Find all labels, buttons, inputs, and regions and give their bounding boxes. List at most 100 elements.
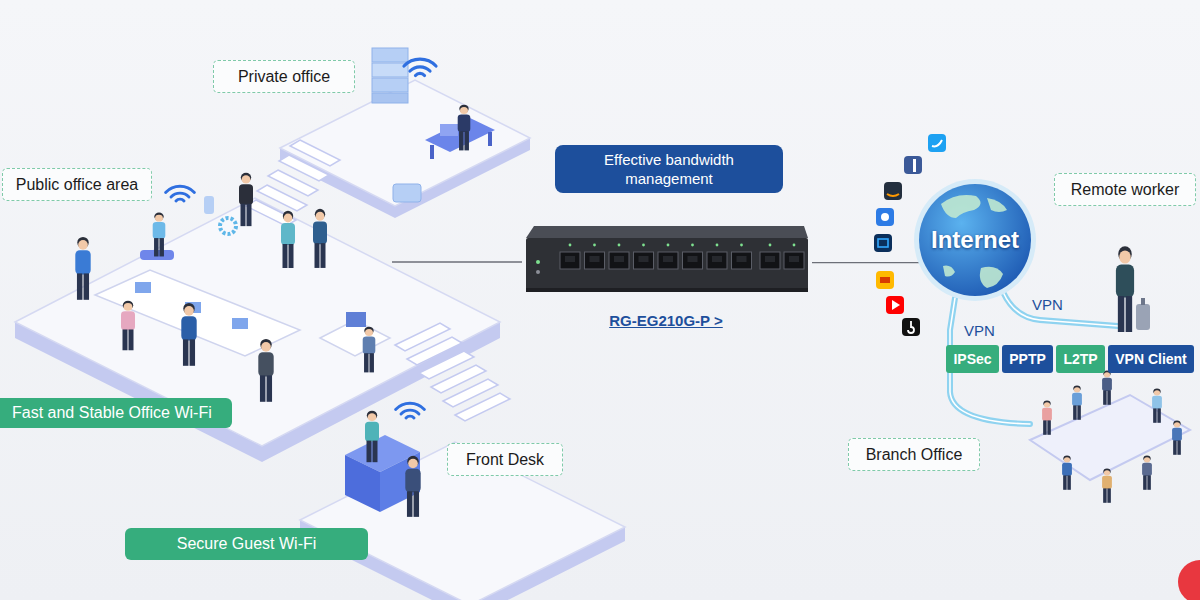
people-part — [458, 105, 471, 151]
router-device-part — [565, 256, 575, 262]
router-device-part — [769, 244, 772, 247]
area-label: Public office area — [2, 168, 152, 201]
wire — [392, 261, 522, 262]
feature-band: Secure Guest Wi-Fi — [125, 528, 368, 560]
area-label: Front Desk — [447, 443, 563, 476]
cabinet-part — [372, 78, 408, 92]
people-part — [239, 173, 253, 226]
protocol-tag: PPTP — [1002, 345, 1053, 373]
people-part — [281, 211, 295, 268]
platform-private — [280, 80, 530, 218]
branch-office-figure — [1030, 370, 1190, 502]
feature-band: Fast and Stable Office Wi-Fi — [0, 398, 232, 428]
remote-worker-figure — [1116, 246, 1150, 332]
cabinet-part — [372, 48, 408, 62]
router-device-part — [593, 244, 596, 247]
node-text: RG-EG210G-P > — [609, 312, 723, 329]
people-part — [181, 303, 196, 366]
app-icons-part — [876, 208, 894, 226]
wifi-icon — [166, 186, 195, 201]
tag-text: L2TP — [1063, 351, 1097, 367]
app-icons-part — [881, 213, 889, 221]
branch-office-figure-part — [1142, 455, 1152, 489]
node-text: Fast and Stable Office Wi-Fi — [12, 404, 212, 422]
people-part — [363, 327, 376, 373]
area-label: Branch Office — [848, 438, 980, 471]
branch-office-figure-part — [1062, 455, 1072, 489]
cabinet-part — [372, 63, 408, 77]
node-text: Remote worker — [1071, 181, 1179, 199]
desk-part — [430, 145, 434, 159]
app-icons-part — [874, 234, 892, 252]
router-device-part — [658, 252, 678, 269]
feature-box: Effective bandwidth management — [555, 145, 783, 193]
people-part — [405, 456, 420, 517]
router-device-part — [740, 244, 743, 247]
router-device-part — [536, 270, 540, 274]
network-link — [812, 262, 919, 263]
router-device-part — [590, 256, 600, 262]
long-desk-part — [135, 282, 151, 293]
cabinet-part — [372, 93, 408, 103]
globe-shape-part — [943, 266, 955, 277]
cube — [393, 184, 421, 202]
stairs — [395, 323, 510, 421]
wifi-icon — [396, 403, 425, 418]
tag-text: VPN Client — [1115, 351, 1187, 367]
node-text: Effective bandwidth management — [577, 150, 761, 189]
platform-front-desk — [300, 442, 625, 600]
computer-desk — [320, 312, 390, 356]
cabinet — [372, 48, 408, 103]
globe-shape-part — [941, 195, 981, 218]
protocol-tag: L2TP — [1056, 345, 1105, 373]
router-device-part — [732, 252, 752, 269]
router-device-part — [784, 252, 804, 269]
app-icons-part — [928, 134, 946, 152]
gear — [220, 218, 236, 234]
platform-front-desk-part — [300, 442, 625, 600]
router-device-part — [707, 252, 727, 269]
tunnel-label: VPN — [1030, 296, 1065, 313]
branch-office-figure-part — [1030, 395, 1190, 480]
app-icons-part — [887, 194, 899, 196]
branch-office-figure-part — [1042, 400, 1052, 434]
router-device-part — [737, 256, 747, 262]
router-device-part — [712, 256, 722, 262]
branch-office-figure-part — [1172, 420, 1182, 454]
router-device-part — [526, 238, 808, 292]
vpn-tunnel — [950, 292, 1118, 424]
computer-desk-part — [346, 312, 366, 327]
router: RG-EG210G-P > — [520, 222, 812, 329]
router-device-part — [760, 252, 780, 269]
stairs — [246, 140, 340, 226]
router-device-part — [634, 252, 654, 269]
router-device-part — [639, 256, 649, 262]
globe-shape-part — [919, 184, 1031, 296]
app-icons-part — [878, 239, 888, 247]
app-icons-part — [886, 296, 904, 314]
router-device-part — [618, 244, 621, 247]
platform-private-part — [280, 80, 530, 206]
app-icons-part — [932, 140, 942, 146]
router-device-part — [585, 252, 605, 269]
router-device-part — [691, 244, 694, 247]
area-label: Remote worker — [1054, 173, 1196, 206]
people-part — [153, 213, 166, 257]
router-device-part — [716, 244, 719, 247]
app-icons-part — [876, 271, 894, 289]
vpn-tunnel-part — [1003, 292, 1118, 326]
stairs-part — [455, 393, 510, 421]
people-part — [313, 209, 327, 268]
router-device-part — [526, 288, 808, 292]
app-icons-part — [880, 277, 890, 283]
people-part — [75, 237, 90, 300]
branch-office-figure-part — [1152, 388, 1162, 422]
router-device-part — [609, 252, 629, 269]
branch-office-figure-part — [1072, 385, 1082, 419]
branch-office-figure-part — [1102, 468, 1112, 502]
app-icons-part — [884, 182, 902, 200]
app-icons-part — [913, 159, 916, 172]
remote-worker-figure-part — [1141, 298, 1145, 305]
vpn-tunnel-part — [1003, 292, 1118, 326]
